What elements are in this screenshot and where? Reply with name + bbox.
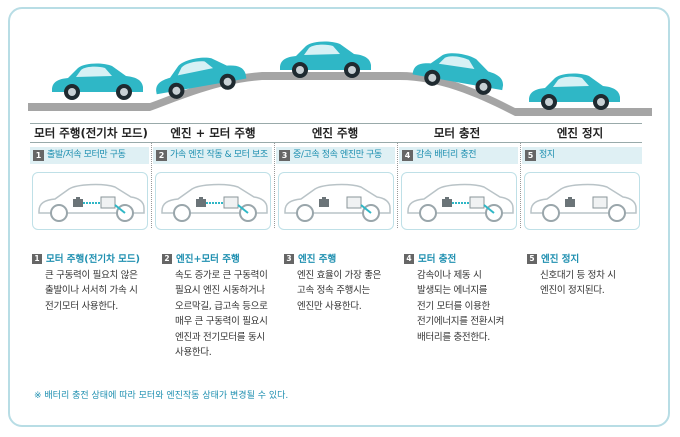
- separator: [520, 143, 522, 228]
- car-5: [529, 73, 620, 110]
- stage-3-title: 엔진 주행: [311, 126, 359, 140]
- description-title: 2 엔진+모터 주행: [162, 252, 277, 268]
- engine-icon: [100, 196, 116, 209]
- stage-1-subtitle: 출발/저속 모터만 구동: [47, 150, 126, 160]
- battery-icon: [319, 199, 329, 207]
- description-title: 1 모터 주행(전기차 모드): [32, 252, 150, 268]
- stage-4-title: 모터 충전: [433, 126, 481, 140]
- stage-1-title: 모터 주행(전기차 모드): [34, 126, 148, 140]
- header-bottom-rule: [30, 142, 642, 143]
- rear-wheel: [50, 204, 68, 222]
- separator: [274, 143, 276, 228]
- step-number: 1: [32, 254, 42, 264]
- car-outline: [407, 183, 514, 214]
- description-title-text: 엔진+모터 주행: [176, 254, 240, 265]
- rear-wheel: [419, 204, 437, 222]
- description-title: 5 엔진 정지: [527, 252, 642, 268]
- car-1: [52, 63, 143, 100]
- step-number: 2: [162, 254, 172, 264]
- battery-terminal: [322, 197, 326, 199]
- description-title: 4 모터 충전: [404, 252, 522, 268]
- battery-terminal: [199, 197, 203, 199]
- stage-4-description: 4 모터 충전 감속이나 제동 시 발생되는 에너지를 전기 모터를 이용한 전기…: [404, 252, 522, 345]
- engine-icon: [223, 196, 239, 209]
- step-number: 2: [156, 150, 167, 161]
- car-2: [156, 57, 247, 99]
- description-title: 3 엔진 주행: [284, 252, 399, 268]
- header-top-rule: [30, 123, 642, 124]
- step-number: 4: [402, 150, 413, 161]
- front-wheel: [608, 204, 626, 222]
- step-number: 4: [404, 254, 414, 264]
- footnote: ※ 배터리 충전 상태에 따라 모터와 엔진작동 상태가 변경될 수 있다.: [34, 391, 289, 401]
- stage-2-description: 2 엔진+모터 주행 속도 증가로 큰 구동력이 필요시 엔진 시동하거나 오르막…: [162, 252, 277, 361]
- drive-flow-line: [237, 204, 249, 214]
- stage-2-drivetrain-panel: [155, 172, 271, 230]
- stage-5-subtitle: 정지: [539, 150, 555, 160]
- separator: [397, 143, 399, 228]
- description-body: 엔진 효율이 가장 좋은 고속 정속 주행시는 엔진만 사용한다.: [297, 269, 382, 312]
- drive-flow-line: [114, 204, 126, 214]
- description-title-text: 모터 충전: [418, 254, 457, 265]
- battery-icon: [565, 199, 575, 207]
- step-number: 5: [525, 150, 536, 161]
- stage-1-description: 1 모터 주행(전기차 모드) 큰 구동력이 필요치 않은 출발이나 서서히 가속…: [32, 252, 150, 314]
- battery-terminal: [568, 197, 572, 199]
- car-outline: [38, 183, 145, 214]
- description-body: 신호대기 등 정차 시 엔진이 정지된다.: [540, 269, 616, 297]
- battery-icon: [73, 199, 83, 207]
- car-3: [280, 41, 371, 78]
- stage-5-title: 엔진 정지: [556, 126, 604, 140]
- stage-4-subtitle: 감속 배터리 충전: [416, 150, 477, 160]
- description-body: 큰 구동력이 필요치 않은 출발이나 서서히 가속 시 전기모터 사용한다.: [45, 269, 138, 312]
- engine-icon: [592, 196, 608, 209]
- step-number: 1: [33, 150, 44, 161]
- car-4: [412, 53, 504, 95]
- rear-wheel: [542, 204, 560, 222]
- step-number: 3: [284, 254, 294, 264]
- description-title-text: 엔진 정지: [541, 254, 580, 265]
- car-outline: [161, 183, 268, 214]
- stage-3-drivetrain-panel: [278, 172, 394, 230]
- battery-terminal: [76, 197, 80, 199]
- stage-2-title: 엔진 + 모터 주행: [170, 126, 256, 140]
- stage-2-subtitle: 가속 엔진 작동 & 모터 보조: [170, 150, 268, 160]
- car-outline: [284, 183, 391, 214]
- stage-1-drivetrain-panel: [32, 172, 148, 230]
- battery-icon: [442, 199, 452, 207]
- step-number: 3: [279, 150, 290, 161]
- drive-flow-line: [360, 204, 372, 214]
- battery-icon: [196, 199, 206, 207]
- drive-flow-line: [483, 204, 495, 214]
- description-body: 감속이나 제동 시 발생되는 에너지를 전기 모터를 이용한 전기에너지를 전환…: [417, 269, 505, 343]
- battery-terminal: [445, 197, 449, 199]
- engine-icon: [469, 196, 485, 209]
- road-surface: [28, 72, 652, 116]
- stage-3-subtitle: 중/고속 정속 엔진만 구동: [293, 150, 382, 160]
- stage-5-drivetrain-panel: [524, 172, 640, 230]
- rear-wheel: [173, 204, 191, 222]
- stage-5-description: 5 엔진 정지 신호대기 등 정차 시 엔진이 정지된다.: [527, 252, 642, 299]
- stage-4-drivetrain-panel: [401, 172, 517, 230]
- description-title-text: 엔진 주행: [298, 254, 337, 265]
- description-title-text: 모터 주행(전기차 모드): [46, 254, 140, 265]
- rear-wheel: [296, 204, 314, 222]
- car-outline: [530, 183, 637, 214]
- engine-icon: [346, 196, 362, 209]
- stage-3-description: 3 엔진 주행 엔진 효율이 가장 좋은 고속 정속 주행시는 엔진만 사용한다.: [284, 252, 399, 314]
- description-body: 속도 증가로 큰 구동력이 필요시 엔진 시동하거나 오르막길, 급고속 등으로…: [175, 269, 268, 359]
- step-number: 5: [527, 254, 537, 264]
- separator: [151, 143, 153, 228]
